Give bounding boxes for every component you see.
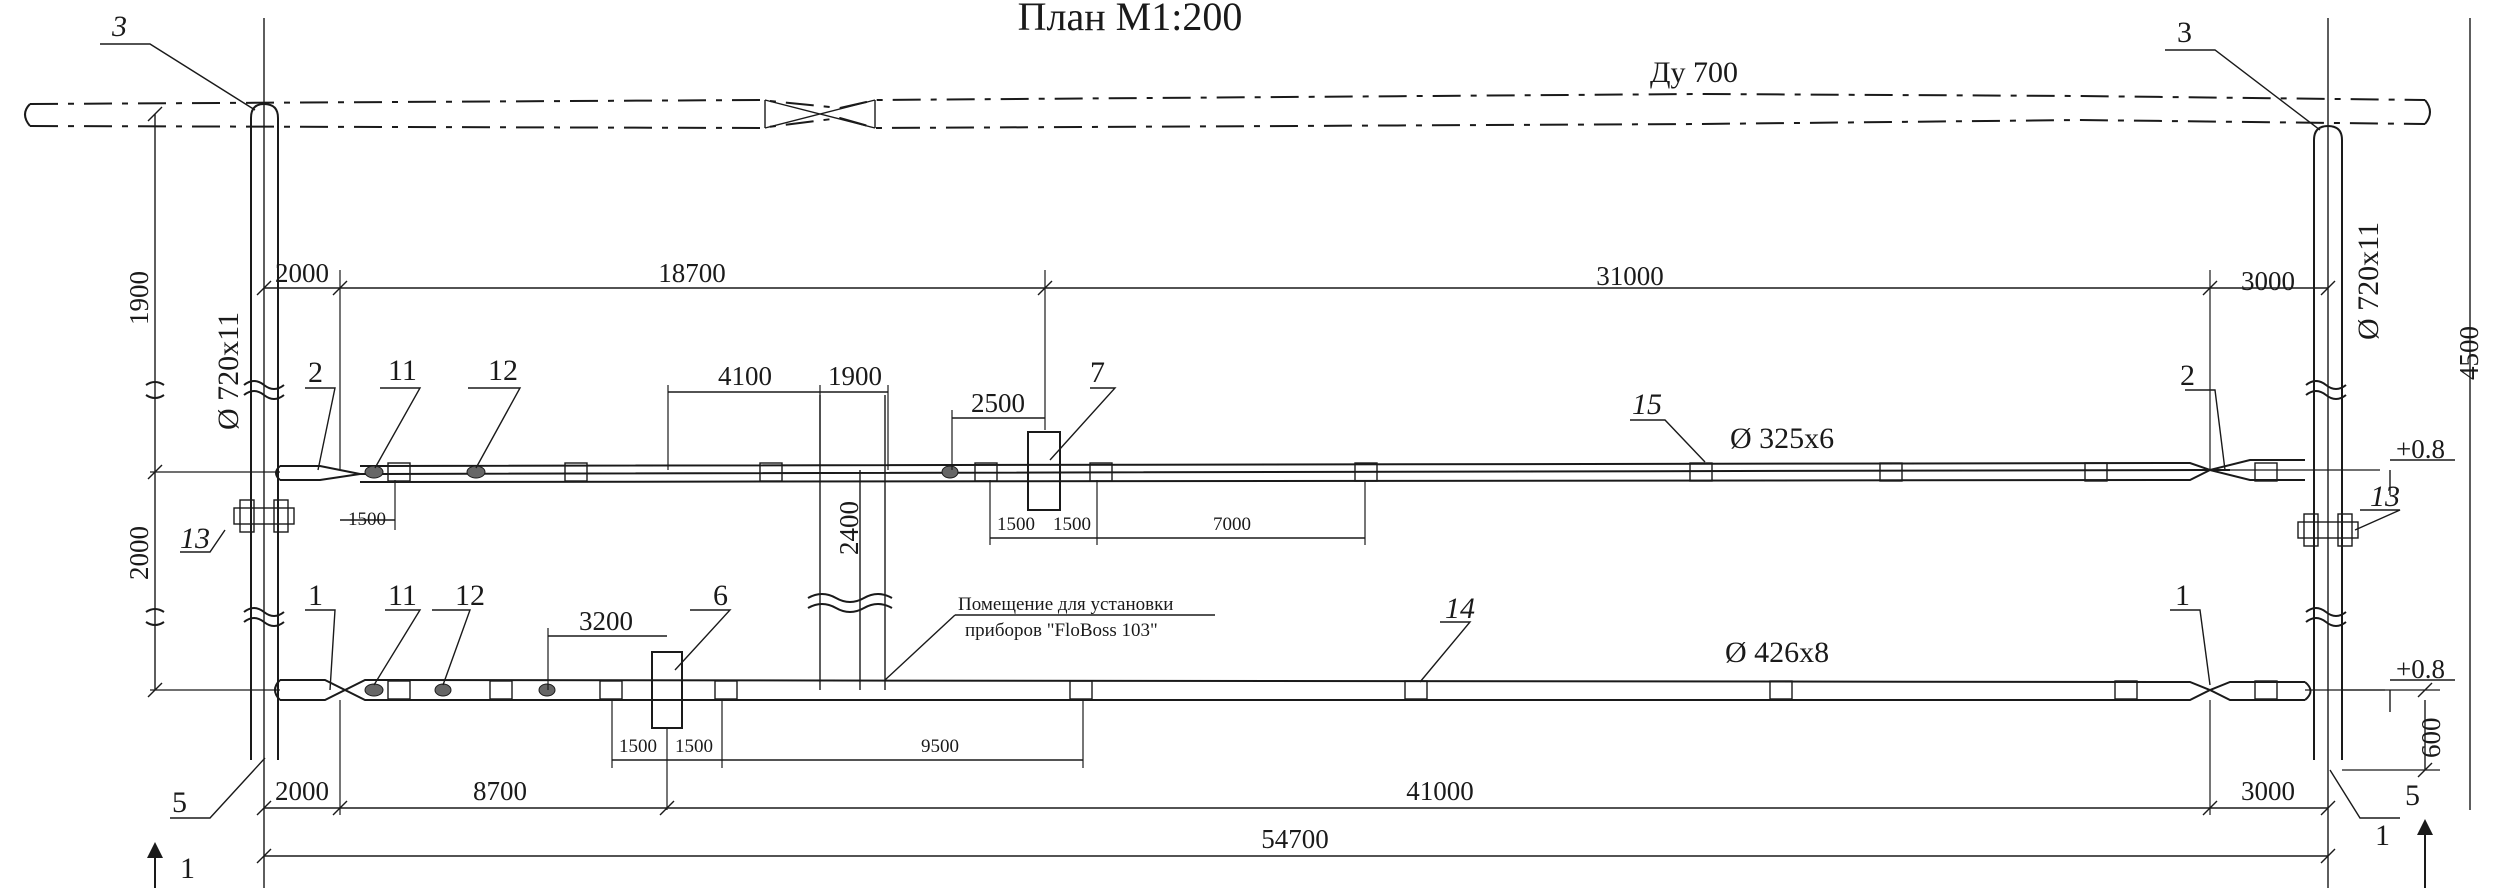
leader-12-upper: 12 <box>488 354 518 387</box>
room-label-line2: приборов "FloBoss 103" <box>965 620 1158 641</box>
dim-vert-1900: 1900 <box>124 271 154 325</box>
drawing-title: План М1:200 <box>1018 0 1243 39</box>
leader-7: 7 <box>1090 356 1105 389</box>
leader-11-upper: 11 <box>388 354 417 387</box>
dim-upper-2500: 2500 <box>971 388 1025 418</box>
left-riser <box>233 18 295 888</box>
dim-top-3: 31000 <box>1596 261 1664 291</box>
dim-vert-600: 600 <box>2416 718 2446 759</box>
dim-top-2: 18700 <box>658 258 726 288</box>
dim-lower-9500: 9500 <box>921 736 959 757</box>
lower-local-dims <box>547 628 1084 810</box>
right-riser <box>2297 18 2359 888</box>
main-header-pipe <box>24 92 2431 130</box>
lower-meter-run <box>150 651 2385 729</box>
elevation-lower: +0.8 <box>2396 654 2445 684</box>
leader-2-right: 2 <box>2180 359 2195 392</box>
dim-vert-2400: 2400 <box>834 501 864 555</box>
leader-1-left: 1 <box>308 579 323 612</box>
left-vertical-dims <box>145 106 165 698</box>
floboss-room <box>807 395 1215 690</box>
right-riser-label: Ø 720х11 <box>2352 222 2385 340</box>
upper-meter-run <box>150 431 2380 511</box>
dim-upper-1900: 1900 <box>828 361 882 391</box>
section-mark-right: 1 <box>2375 819 2390 852</box>
dim-upper-1500c: 1500 <box>1053 514 1091 535</box>
leader-13-left: 13 <box>180 522 210 555</box>
right-vertical-dims <box>2342 18 2471 810</box>
leader-5-right: 5 <box>2405 779 2420 812</box>
leader-3-left: 3 <box>111 10 127 43</box>
leader-12-lower: 12 <box>455 579 485 612</box>
dim-upper-7000: 7000 <box>1213 514 1251 535</box>
leader-5-left: 5 <box>172 786 187 819</box>
leader-1-right: 1 <box>2175 579 2190 612</box>
dim-bottom-2: 8700 <box>473 776 527 806</box>
upper-pipe-label: Ø 325х6 <box>1730 422 1834 455</box>
dim-bottom-4: 3000 <box>2241 776 2295 806</box>
dim-bottom-1: 2000 <box>275 776 329 806</box>
dim-bottom-3: 41000 <box>1406 776 1474 806</box>
leader-2-left: 2 <box>308 356 323 389</box>
dim-lower-1500b: 1500 <box>675 736 713 757</box>
leader-14: 14 <box>1445 592 1475 625</box>
lower-pipe-label: Ø 426х8 <box>1725 636 1829 669</box>
leader-6: 6 <box>713 579 728 612</box>
dim-upper-1500b: 1500 <box>997 514 1035 535</box>
dim-top-1: 2000 <box>275 258 329 288</box>
leader-3-right: 3 <box>2177 16 2192 49</box>
dim-lower-3200: 3200 <box>579 606 633 636</box>
bottom-dimension-chain <box>256 700 2336 864</box>
leader-15: 15 <box>1632 388 1662 421</box>
section-marks <box>147 819 2433 888</box>
upper-local-dims <box>340 385 1366 545</box>
main-pipe-label: Ду 700 <box>1650 56 1738 89</box>
elevation-upper: +0.8 <box>2396 434 2445 464</box>
dim-total: 54700 <box>1261 824 1329 854</box>
dim-upper-4100: 4100 <box>718 361 772 391</box>
dim-top-4: 3000 <box>2241 266 2295 296</box>
dim-vert-2000: 2000 <box>124 526 154 580</box>
leader-11-lower: 11 <box>388 579 417 612</box>
room-label-line1: Помещение для установки <box>958 594 1173 615</box>
left-riser-label: Ø 720х11 <box>212 312 245 430</box>
dim-vert-4500: 4500 <box>2454 326 2484 380</box>
dim-lower-1500a: 1500 <box>619 736 657 757</box>
leader-13-right: 13 <box>2370 480 2400 513</box>
top-dimension-chain <box>256 270 2336 470</box>
dim-upper-1500a: 1500 <box>348 509 386 530</box>
section-mark-left: 1 <box>180 852 195 885</box>
leader-lines <box>100 43 2401 819</box>
